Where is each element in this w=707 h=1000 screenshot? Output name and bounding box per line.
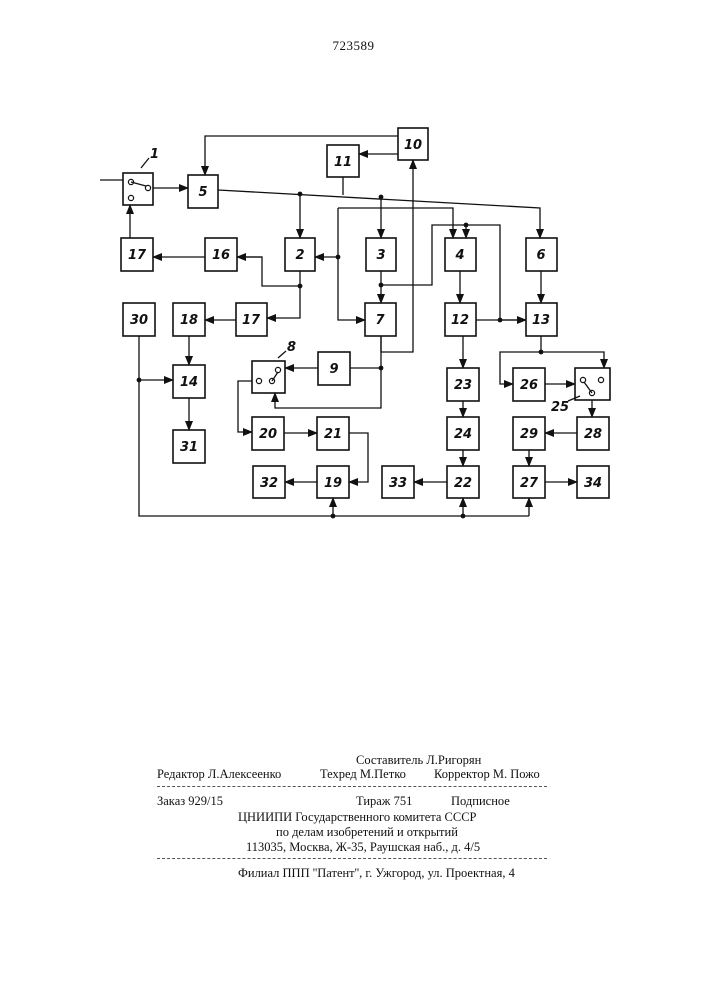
block-19: 19 — [317, 466, 349, 498]
svg-text:14: 14 — [180, 375, 198, 390]
block-31: 31 — [173, 430, 205, 463]
block-16: 14 — [173, 365, 205, 398]
block-26: 26 — [513, 368, 545, 401]
svg-text:6: 6 — [536, 248, 545, 263]
block-9: 9 — [318, 352, 350, 385]
imprint-institute: ЦНИИПИ Государственного комитета СССР — [238, 810, 477, 825]
block-24: 24 — [447, 417, 479, 450]
svg-text:11: 11 — [334, 155, 352, 170]
svg-text:31: 31 — [180, 440, 198, 455]
imprint-compiler: Составитель Л.Ригорян — [356, 753, 481, 768]
svg-text:16: 16 — [212, 248, 230, 263]
svg-text:12: 12 — [451, 313, 469, 328]
wire-bus-4 — [338, 208, 453, 238]
block-23: 23 — [447, 368, 479, 401]
block-18: 18 — [173, 303, 205, 336]
svg-text:19: 19 — [324, 476, 342, 491]
svg-text:28: 28 — [584, 427, 602, 442]
block-10: 10 — [398, 128, 428, 160]
svg-text:26: 26 — [520, 378, 538, 393]
switch-1: 1 — [123, 147, 159, 205]
svg-text:21: 21 — [324, 427, 342, 442]
block-17: 1717 — [236, 303, 267, 336]
svg-text:23: 23 — [454, 378, 472, 393]
imprint-rule-bottom — [157, 858, 547, 859]
switch-25: 25 — [551, 368, 610, 415]
svg-text:8: 8 — [287, 340, 296, 355]
block-28: 28 — [577, 417, 609, 450]
imprint-address: 113035, Москва, Ж-35, Раушская наб., д. … — [246, 840, 480, 855]
block-4: 4 — [445, 238, 476, 271]
imprint-corrector: Корректор М. Пожо — [434, 767, 540, 782]
svg-text:18: 18 — [180, 313, 198, 328]
svg-text:33: 33 — [389, 476, 407, 491]
imprint-subscription: Подписное — [451, 794, 510, 809]
svg-text:20: 20 — [259, 427, 277, 442]
wire-21-19 — [349, 433, 368, 482]
imprint-rule-top — [157, 786, 547, 787]
wire-8-20 — [238, 381, 252, 432]
block-14: 16 — [205, 238, 237, 271]
svg-text:2: 2 — [295, 248, 304, 263]
svg-text:17: 17 — [128, 248, 147, 263]
block-5: 5 — [188, 175, 218, 208]
block-29: 29 — [513, 417, 545, 450]
block-20: 20 — [252, 417, 284, 450]
block-7: 7 — [365, 303, 396, 336]
block-22: 22 — [447, 466, 479, 498]
wire-13-25 — [541, 352, 604, 368]
block-30: 30 — [123, 303, 155, 336]
block-34: 34 — [577, 466, 609, 498]
svg-text:9: 9 — [329, 362, 338, 377]
svg-text:10: 10 — [404, 138, 422, 153]
svg-text:1: 1 — [150, 147, 159, 162]
svg-text:7: 7 — [375, 313, 385, 328]
svg-text:27: 27 — [520, 476, 539, 491]
imprint-editor: Редактор Л.Алексеенко — [157, 767, 281, 782]
wire-10-5 — [205, 136, 398, 175]
imprint-branch: Филиал ППП ''Патент'', г. Ужгород, ул. П… — [238, 866, 515, 881]
svg-text:30: 30 — [130, 313, 148, 328]
svg-text:25: 25 — [551, 400, 569, 415]
block-15: 17 — [121, 238, 153, 271]
block-3: 3 — [366, 238, 396, 271]
imprint-institute-dept: по делам изобретений и открытий — [276, 825, 458, 840]
svg-text:29: 29 — [520, 427, 538, 442]
svg-text:5: 5 — [198, 185, 207, 200]
svg-text:13: 13 — [532, 313, 550, 328]
block-6: 6 — [526, 238, 557, 271]
svg-text:22: 22 — [454, 476, 472, 491]
block-13: 13 — [526, 303, 557, 336]
wire-bus-7 — [338, 208, 365, 320]
svg-text:32: 32 — [260, 476, 278, 491]
svg-text:34: 34 — [584, 476, 602, 491]
block-11: 11 — [327, 145, 359, 177]
block-21: 21 — [317, 417, 349, 450]
imprint-order: Заказ 929/15 — [157, 794, 223, 809]
block-33: 33 — [382, 466, 414, 498]
block-27: 27 — [513, 466, 545, 498]
imprint-circulation: Тираж 751 — [356, 794, 412, 809]
svg-text:17: 17 — [242, 313, 261, 328]
block-32: 32 — [253, 466, 285, 498]
svg-text:24: 24 — [454, 427, 472, 442]
block-12: 12 — [445, 303, 476, 336]
wire-2-17 — [267, 286, 300, 318]
block-diagram: 10 11 5 17 16 2 3 4 6 30 18 1717 7 12 13… — [0, 0, 707, 540]
svg-text:3: 3 — [376, 248, 385, 263]
block-2: 2 — [285, 238, 315, 271]
switch-8: 8 — [252, 340, 296, 393]
imprint-techred: Техред М.Петко — [320, 767, 406, 782]
svg-text:4: 4 — [454, 248, 464, 263]
